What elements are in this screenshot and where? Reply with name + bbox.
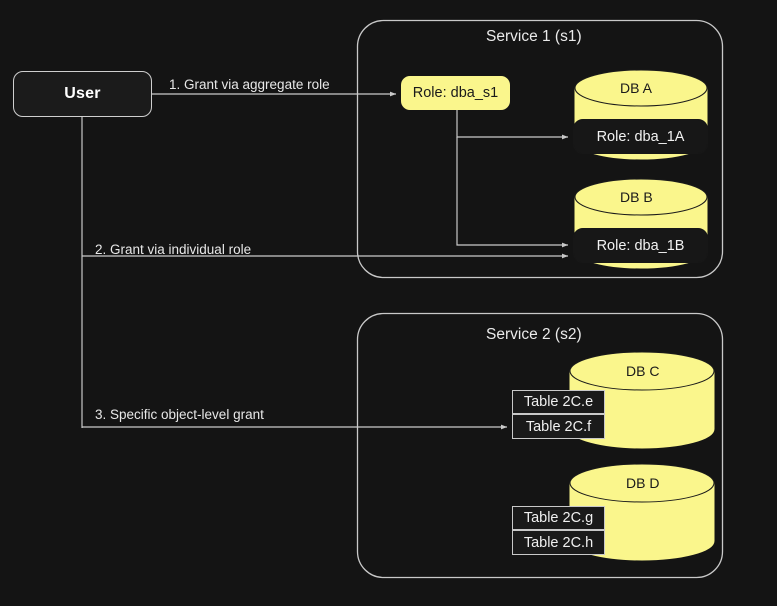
aggregate-to-db-a-connector xyxy=(456,110,569,140)
aggregate-role-node[interactable]: Role: dba_s1 xyxy=(401,76,510,110)
flow-3-label: 3. Specific object-level grant xyxy=(95,407,264,422)
db-c-table-row[interactable]: Table 2C.e xyxy=(512,390,605,414)
db-c-table-row[interactable]: Table 2C.f xyxy=(512,414,605,439)
db-a-role-node[interactable]: Role: dba_1A xyxy=(573,119,708,154)
service-1-container xyxy=(356,19,724,279)
db-a-label: DB A xyxy=(620,80,652,96)
service-2-title: Service 2 (s2) xyxy=(486,326,582,343)
db-b-label: DB B xyxy=(620,189,653,205)
db-c-cylinder xyxy=(569,351,715,449)
flow-2-label: 2. Grant via individual role xyxy=(95,242,252,257)
db-d-table-row[interactable]: Table 2C.g xyxy=(512,506,605,530)
db-b-role-node[interactable]: Role: dba_1B xyxy=(573,228,708,263)
db-d-cylinder xyxy=(569,463,715,561)
service-1-title: Service 1 (s1) xyxy=(486,28,582,45)
db-d-label: DB D xyxy=(626,475,660,491)
flow-1-label: 1. Grant via aggregate role xyxy=(169,77,330,92)
aggregate-to-db-b-connector xyxy=(456,137,569,248)
user-node[interactable]: User xyxy=(13,71,152,117)
db-d-table-row[interactable]: Table 2C.h xyxy=(512,530,605,555)
db-c-label: DB C xyxy=(626,363,660,379)
service-2-container xyxy=(356,312,724,579)
